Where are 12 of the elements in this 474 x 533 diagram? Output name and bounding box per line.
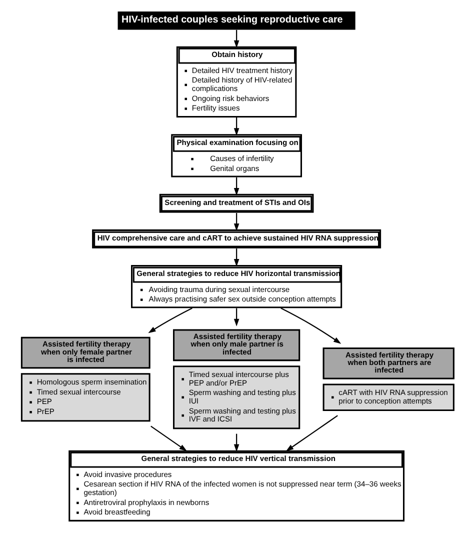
node-box: HIV-infected couples seeking reproductive care (117, 12, 355, 30)
arrow (233, 248, 239, 267)
arrow (148, 308, 192, 334)
arrow (233, 118, 239, 136)
arrow (233, 213, 239, 232)
arrow (280, 308, 341, 344)
arrow (285, 415, 338, 452)
arrow (233, 434, 239, 452)
arrow (150, 426, 186, 452)
arrow (233, 30, 239, 48)
arrow (233, 308, 239, 326)
arrow (233, 177, 239, 196)
